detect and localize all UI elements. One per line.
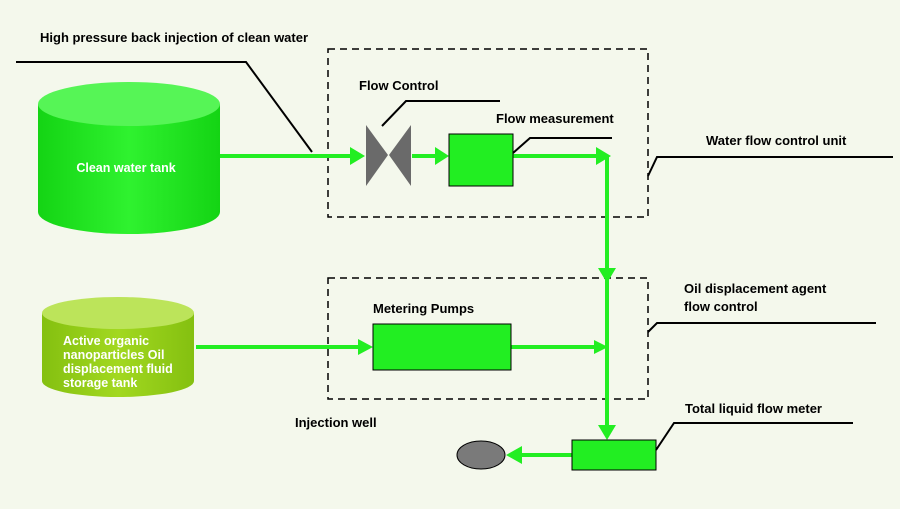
storage-tank-label-line-1: Active organic: [63, 334, 149, 348]
clean-water-tank-label: Clean water tank: [76, 161, 175, 175]
callout-lines: [16, 61, 893, 451]
oil-agent-label-line-1: Oil displacement agent: [684, 281, 827, 296]
callout-oil-agent: [647, 322, 876, 333]
flow-measurement-box: [448, 133, 514, 187]
callout-flow-control: [381, 100, 500, 127]
water-flow-control-box: [327, 48, 649, 218]
oil-agent-flow-control-label: Oil displacement agent flow control: [684, 281, 830, 314]
callout-high-pressure: [16, 61, 313, 153]
storage-tank-label: Active organic nanoparticles Oil displac…: [63, 334, 176, 390]
arrow-down-to-total-meter: [598, 425, 616, 440]
storage-tank-label-line-4: storage tank: [63, 376, 137, 390]
high-pressure-label: High pressure back injection of clean wa…: [40, 30, 308, 45]
oil-agent-control-box: [327, 277, 649, 400]
arrow-into-pump: [358, 339, 373, 355]
callout-total-meter: [655, 422, 853, 451]
total-liquid-flow-meter-box: [571, 439, 657, 471]
total-liquid-flow-meter-label: Total liquid flow meter: [685, 401, 822, 416]
storage-tank-label-line-2: nanoparticles Oil: [63, 348, 164, 362]
injection-well-label: Injection well: [295, 415, 377, 430]
arrow-to-junction: [596, 147, 611, 165]
arrow-into-well: [506, 446, 522, 464]
storage-tank: [42, 297, 194, 397]
flow-control-label: Flow Control: [359, 78, 438, 93]
metering-pump-box: [372, 323, 512, 371]
water-flow-control-unit-label: Water flow control unit: [706, 133, 847, 148]
arrow-down-mid: [598, 268, 616, 283]
flow-lines: [196, 147, 616, 464]
storage-tank-label-line-3: displacement fluid: [63, 362, 173, 376]
flow-measurement-label: Flow measurement: [496, 111, 614, 126]
callout-water-flow-unit: [647, 156, 893, 177]
oil-agent-label-line-2: flow control: [684, 299, 758, 314]
flow-control-valve-icon: [366, 125, 411, 186]
injection-well-icon: [456, 440, 506, 470]
arrow-into-flow-meter: [435, 147, 449, 165]
metering-pumps-label: Metering Pumps: [373, 301, 474, 316]
callout-flow-measurement: [512, 137, 612, 154]
clean-water-tank: [38, 82, 220, 234]
arrow-into-valve: [350, 147, 365, 165]
arrow-pump-to-junction: [594, 340, 608, 354]
